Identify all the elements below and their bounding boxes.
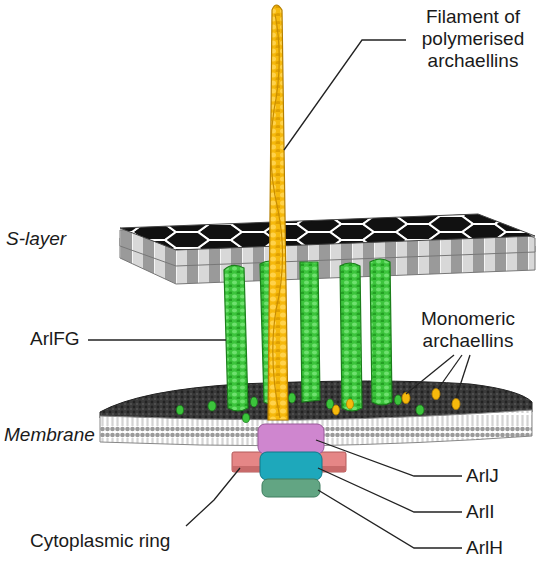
s-layer-label: S-layer	[6, 228, 116, 250]
arlfg-monomers	[177, 393, 425, 423]
cytoplasmic-ring-label: Cytoplasmic ring	[30, 530, 200, 552]
monomer-label: Monomeric archaellins	[404, 308, 532, 352]
s-layer	[120, 214, 535, 284]
leader-lines	[88, 40, 470, 548]
monomeric-archaellins	[333, 389, 461, 416]
arli-label: ArlI	[466, 501, 526, 523]
membrane-label: Membrane	[4, 424, 114, 446]
arlfg-pillars	[224, 259, 392, 411]
filament-label: Filament of polymerised archaellins	[408, 6, 538, 72]
archaellin-filament	[268, 5, 288, 420]
arlfg-label: ArlFG	[30, 328, 90, 350]
arlh-label: ArlH	[466, 537, 526, 559]
motor-complex	[232, 424, 346, 497]
arlj-label: ArlJ	[466, 465, 526, 487]
